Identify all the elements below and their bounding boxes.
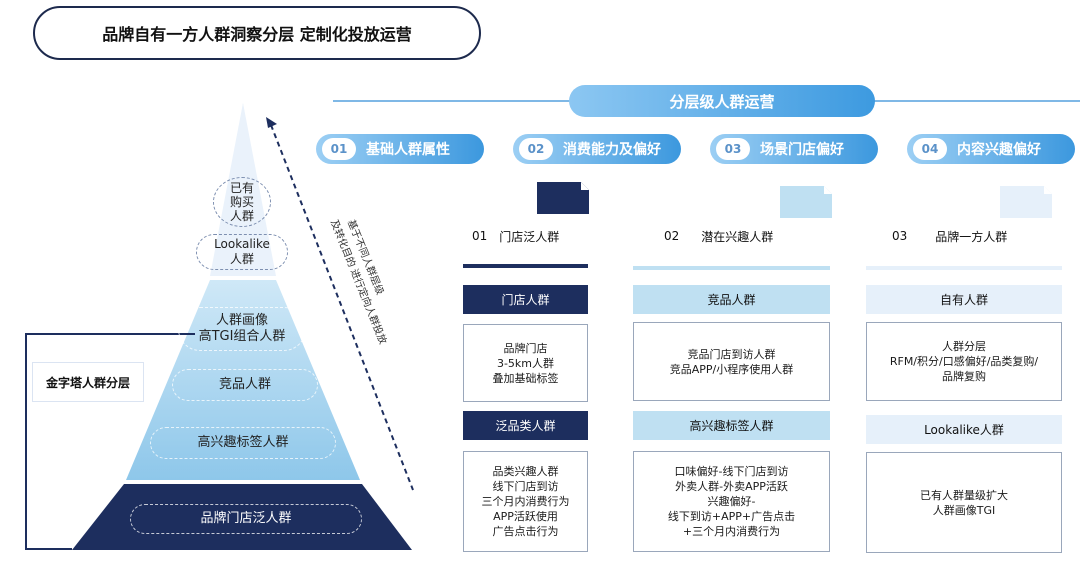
category-pill-2: 02 消费能力及偏好 — [513, 134, 681, 164]
category-number: 03 — [716, 138, 750, 160]
category-number: 02 — [519, 138, 553, 160]
category-pill-1: 01 基础人群属性 — [316, 134, 484, 164]
column-2-header: 02 潜在兴趣人群 — [664, 223, 824, 249]
category-label: 场景门店偏好 — [760, 142, 844, 158]
pyramid-arrow-line — [270, 124, 414, 491]
category-label: 消费能力及偏好 — [563, 142, 661, 158]
column-3-header: 03 品牌一方人群 — [892, 223, 1052, 249]
column-2-bar — [633, 266, 830, 270]
column-2-tab — [780, 186, 832, 218]
column-2-detail-2: 口味偏好-线下门店到访 外卖人群-外卖APP活跃 兴趣偏好- 线下到访+APP+… — [633, 451, 830, 552]
column-1-detail-1: 品牌门店 3-5km人群 叠加基础标签 — [463, 324, 588, 402]
tier-store-broad: 品牌门店泛人群 — [130, 504, 362, 534]
column-1-tab — [537, 182, 589, 214]
column-1-header: 01 门店泛人群 — [472, 223, 590, 249]
column-1-subheader-2: 泛品类人群 — [463, 411, 588, 440]
category-number: 04 — [913, 138, 947, 160]
column-2-subheader-2: 高兴趣标签人群 — [633, 411, 830, 440]
tier-high-tgi: 人群画像 高TGI组合人群 — [178, 307, 306, 351]
category-label: 基础人群属性 — [366, 142, 450, 158]
column-number: 02 — [664, 229, 680, 243]
column-number: 03 — [892, 229, 908, 243]
section-header-pill: 分层级人群运营 — [569, 85, 875, 117]
column-1-subheader-1: 门店人群 — [463, 285, 588, 314]
tier-purchased-users: 已有 购买 人群 — [213, 177, 271, 227]
tier-high-interest: 高兴趣标签人群 — [150, 427, 336, 459]
pyramid-mid-tier — [126, 280, 360, 480]
column-2-detail-1: 竞品门店到访人群 竞品APP/小程序使用人群 — [633, 322, 830, 401]
category-label: 内容兴趣偏好 — [957, 142, 1041, 158]
column-title: 门店泛人群 — [499, 229, 560, 244]
column-3-subheader-2: Lookalike人群 — [866, 415, 1062, 444]
column-number: 01 — [472, 229, 488, 243]
pyramid-connector — [25, 333, 195, 550]
column-3-detail-1: 人群分层 RFM/积分/口感偏好/品类复购/ 品牌复购 — [866, 322, 1062, 401]
column-1-detail-2: 品类兴趣人群 线下门店到访 三个月内消费行为 APP活跃使用 广告点击行为 — [463, 451, 588, 552]
tier-competitor: 竞品人群 — [172, 369, 318, 401]
page-title: 品牌自有一方人群洞察分层 定制化投放运营 — [33, 6, 481, 60]
column-2-subheader-1: 竞品人群 — [633, 285, 830, 314]
pyramid-side-label: 金字塔人群分层 — [32, 362, 144, 402]
column-1-bar — [463, 264, 588, 268]
column-3-bar — [866, 266, 1062, 270]
tier-lookalike: Lookalike 人群 — [196, 234, 288, 270]
category-pill-3: 03 场景门店偏好 — [710, 134, 878, 164]
column-3-tab — [1000, 186, 1052, 218]
category-pill-4: 04 内容兴趣偏好 — [907, 134, 1075, 164]
column-3-detail-2: 已有人群量级扩大 人群画像TGI — [866, 452, 1062, 553]
pyramid-graphic — [25, 103, 414, 550]
column-title: 潜在兴趣人群 — [701, 229, 774, 244]
category-number: 01 — [322, 138, 356, 160]
column-3-subheader-1: 自有人群 — [866, 285, 1062, 314]
column-title: 品牌一方人群 — [935, 229, 1008, 244]
pyramid-arrow-head — [266, 117, 277, 128]
